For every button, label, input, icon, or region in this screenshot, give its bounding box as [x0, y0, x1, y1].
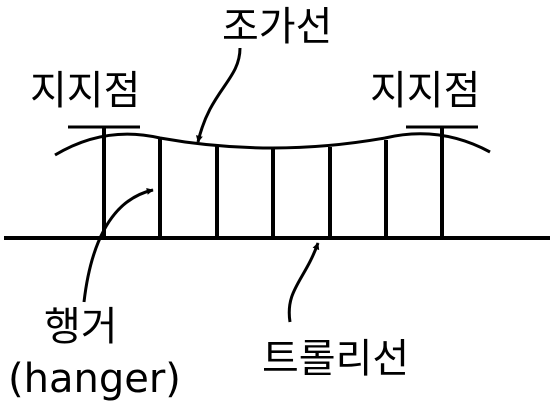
messenger-wire — [54, 132, 491, 157]
trolley-wire-label: 트롤리선 — [262, 336, 409, 382]
messenger-wire-label: 조가선 — [222, 4, 332, 50]
hanger-english-label: (hanger) — [8, 356, 181, 402]
support-point-label-left: 지지점 — [30, 68, 140, 114]
trolley-wire-arrow — [287, 242, 320, 323]
messenger-wire-arrow — [196, 47, 242, 143]
support-point-label-right: 지지점 — [370, 68, 480, 114]
hanger-arrow — [82, 187, 154, 303]
hanger-label: 행거 — [44, 304, 118, 350]
